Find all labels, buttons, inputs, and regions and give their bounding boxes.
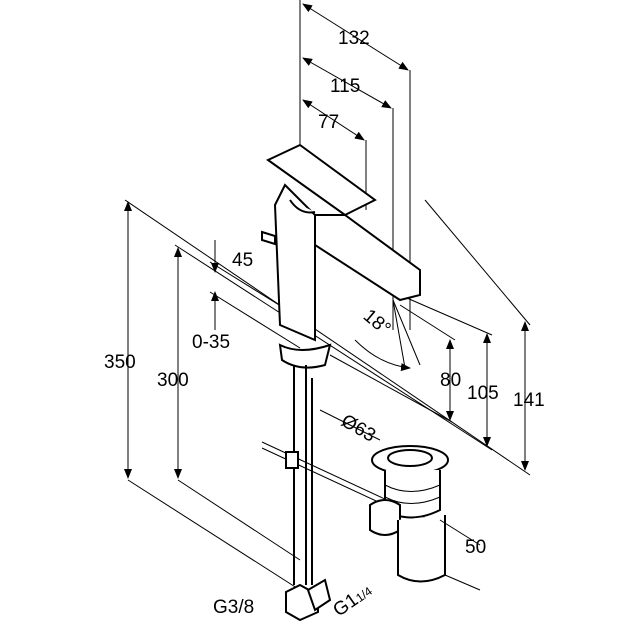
faucet-body bbox=[261, 143, 421, 369]
drain-assembly bbox=[319, 409, 481, 591]
label-height-105: 105 bbox=[467, 383, 499, 404]
label-drain-50: 50 bbox=[465, 537, 487, 558]
label-height-350: 350 bbox=[104, 352, 136, 373]
label-height-80: 80 bbox=[440, 370, 462, 391]
label-connection-g3-8: G3/8 bbox=[213, 597, 255, 618]
label-handle-45: 45 bbox=[232, 250, 254, 271]
dim-18-arc bbox=[354, 339, 411, 372]
dim-77 bbox=[302, 99, 365, 141]
label-height-141: 141 bbox=[513, 390, 545, 411]
dim-115 bbox=[302, 57, 392, 109]
label-popup-0-35: 0-35 bbox=[192, 332, 231, 353]
label-width-77: 77 bbox=[318, 112, 340, 133]
label-height-300: 300 bbox=[157, 370, 189, 391]
label-width-132: 132 bbox=[338, 28, 370, 49]
label-width-115: 115 bbox=[330, 76, 361, 97]
